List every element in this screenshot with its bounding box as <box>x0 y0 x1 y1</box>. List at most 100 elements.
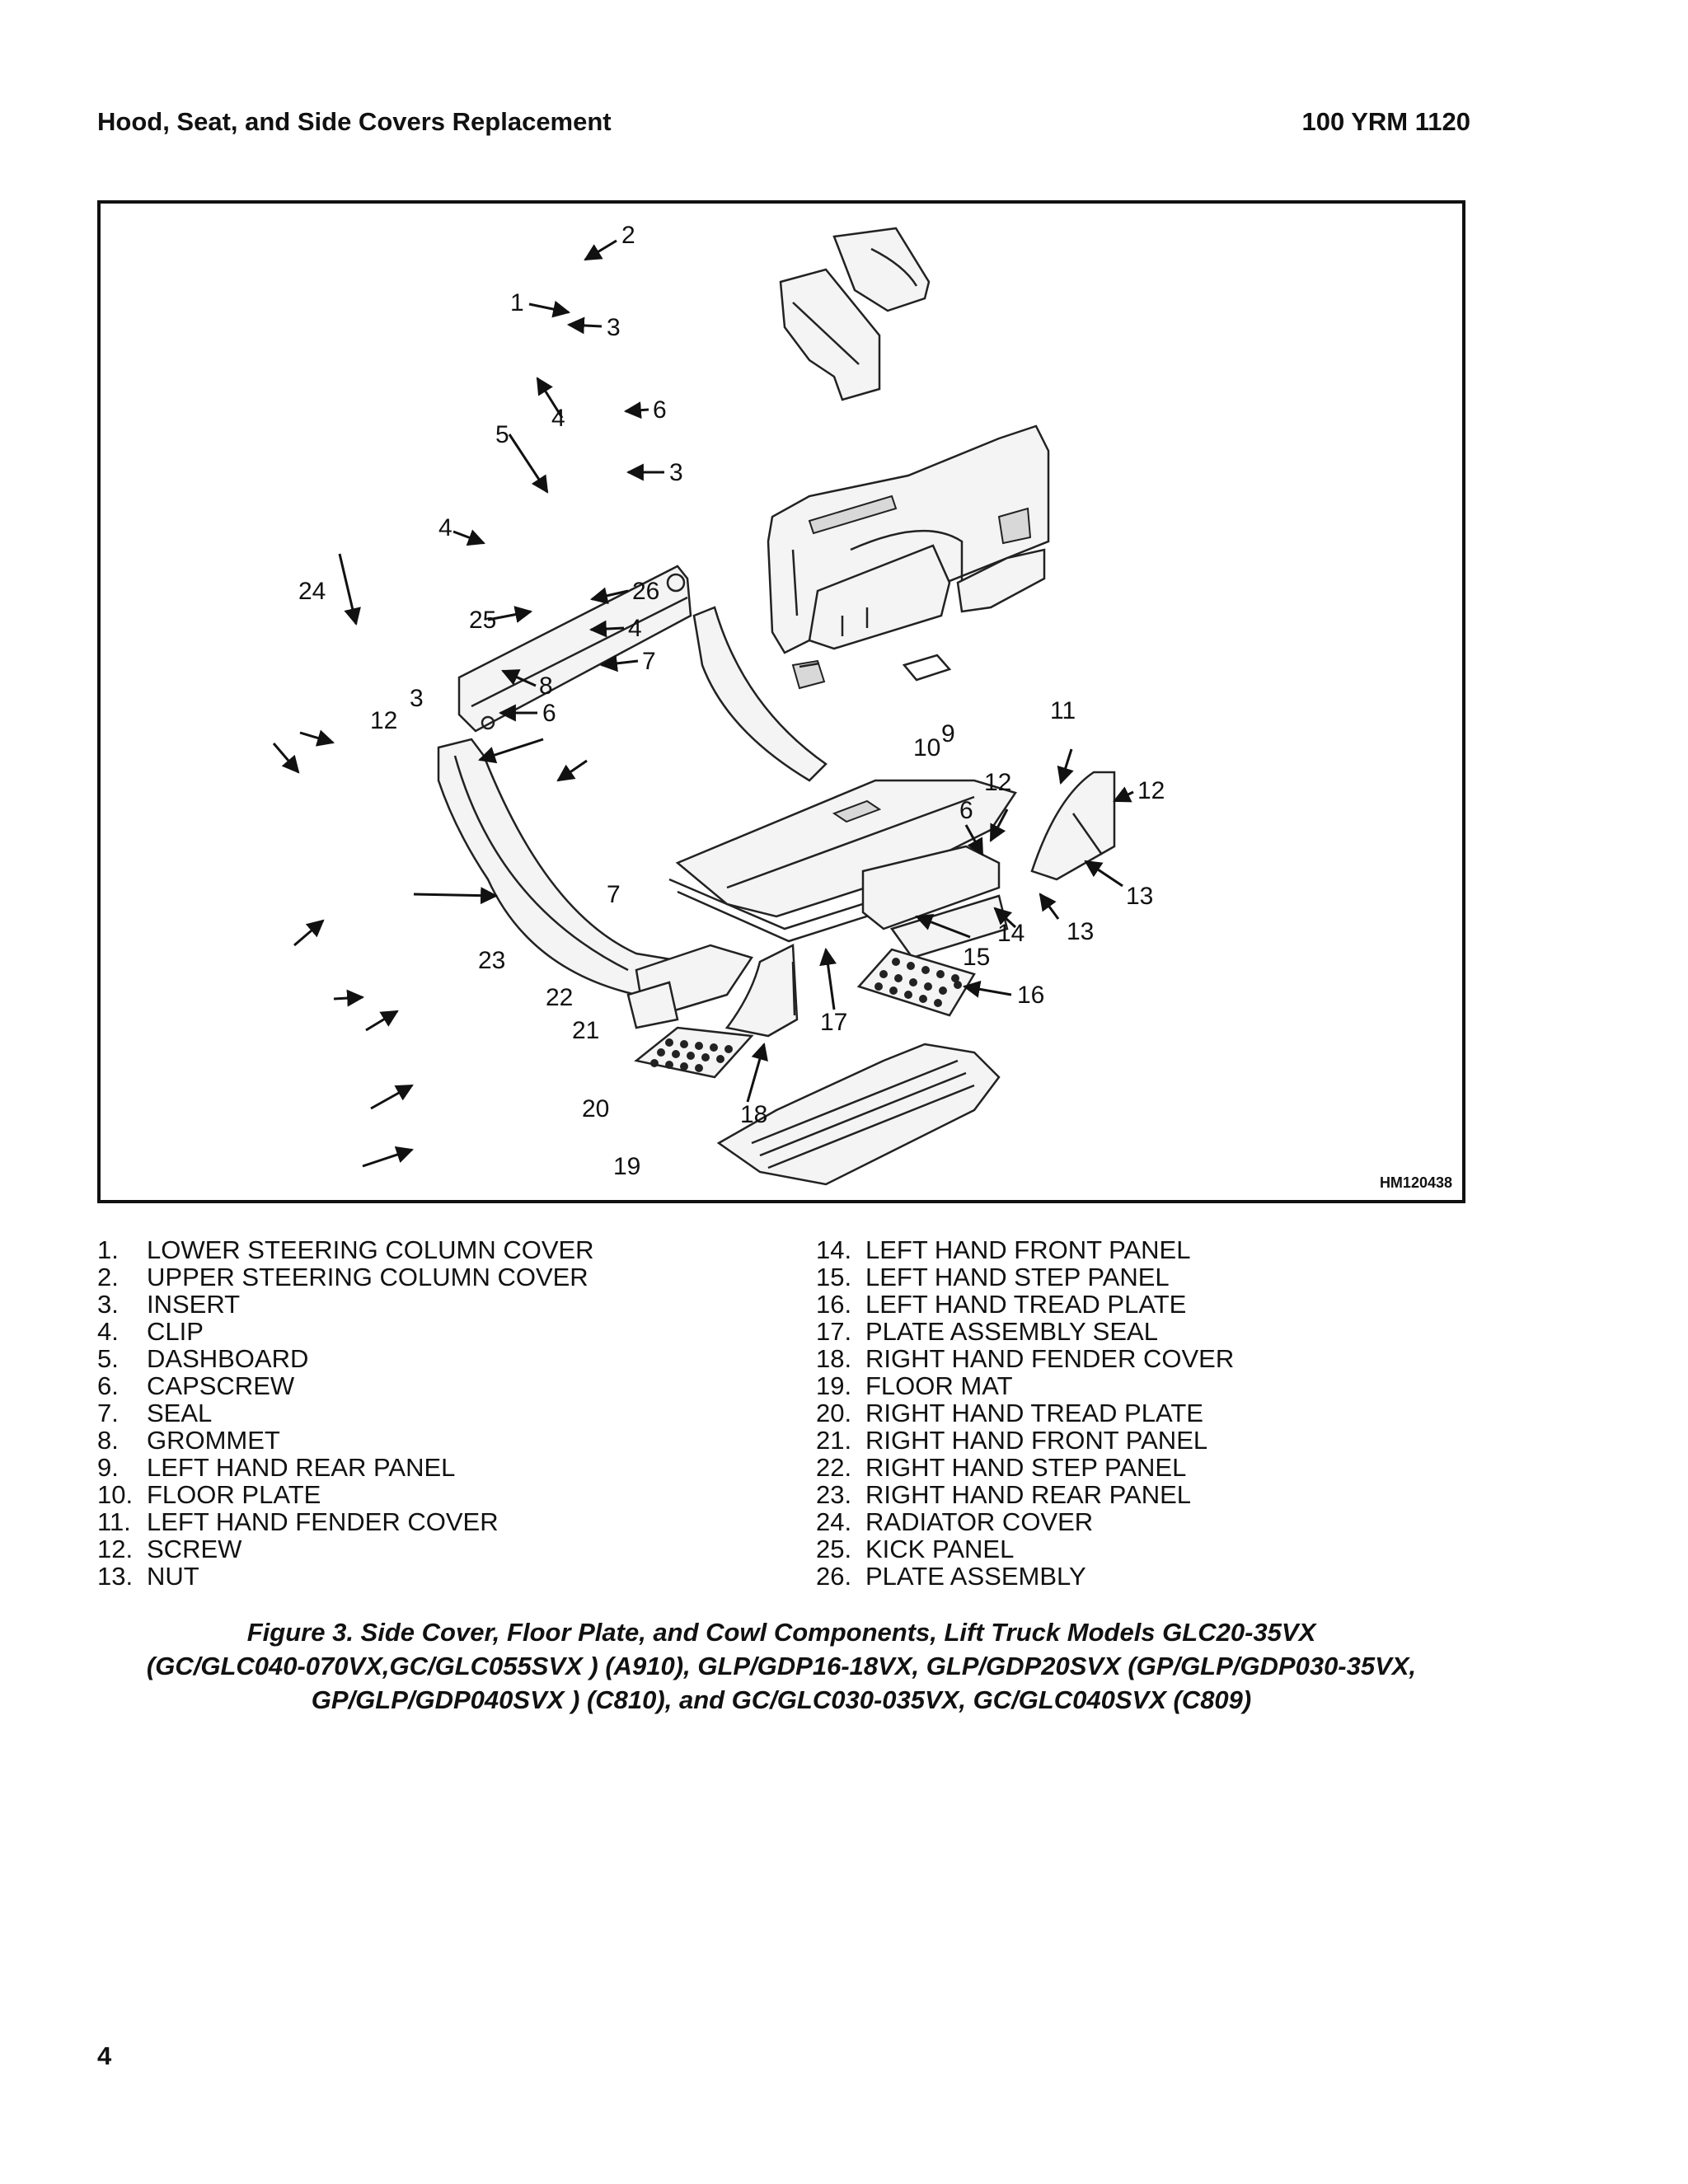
legend-item: 17.PLATE ASSEMBLY SEAL <box>816 1318 1234 1345</box>
legend-item: 24.RADIATOR COVER <box>816 1508 1234 1535</box>
left-hand-front-panel-shape <box>861 845 1001 930</box>
legend-number: 16. <box>816 1290 852 1319</box>
legend-number: 5. <box>97 1344 119 1373</box>
callout-label: 8 <box>539 673 553 700</box>
caption-line: (GC/GLC040-070VX,GC/GLC055SVX ) (A910), … <box>146 1652 1417 1680</box>
figure-caption: Figure 3. Side Cover, Floor Plate, and C… <box>97 1615 1465 1717</box>
legend-item: 26. PLATE ASSEMBLY <box>816 1563 1234 1590</box>
legend-label: NUT <box>147 1562 199 1591</box>
legend-label: CLIP <box>147 1317 204 1346</box>
callout-label: 12 <box>370 707 397 734</box>
callout-label: 12 <box>1137 777 1165 804</box>
left-hand-fender-cover-shape <box>1030 771 1116 881</box>
callout-label: 25 <box>469 607 496 634</box>
legend-item: 9.LEFT HAND REAR PANEL <box>97 1454 594 1481</box>
callout-label: 16 <box>1017 982 1044 1009</box>
legend-item: 10.FLOOR PLATE <box>97 1481 594 1508</box>
legend-item: 19.FLOOR MAT <box>816 1372 1234 1399</box>
callout-label: 10 <box>913 734 940 762</box>
legend-number: 2. <box>97 1263 119 1291</box>
legend-number: 6. <box>97 1371 119 1400</box>
callout-label: 3 <box>669 459 683 486</box>
legend-item: 3.INSERT <box>97 1291 594 1318</box>
plate-assembly-shape <box>956 548 1046 613</box>
callout-label: 6 <box>959 797 973 824</box>
legend-number: 4. <box>97 1317 119 1346</box>
lower-steering-column-cover-shape <box>779 268 881 401</box>
legend-label: KICK PANEL <box>865 1535 1015 1563</box>
legend-label: FLOOR MAT <box>865 1371 1013 1400</box>
callout-label: 17 <box>820 1009 847 1036</box>
legend-label: RIGHT HAND TREAD PLATE <box>865 1399 1203 1427</box>
legend-label: LEFT HAND FENDER COVER <box>147 1507 499 1536</box>
callout-label: 4 <box>438 514 452 541</box>
exploded-parts-figure: 1 2 3 4 5 6 3 4 24 26 25 4 7 8 3 12 6 11… <box>97 200 1465 1203</box>
right-hand-fender-cover-shape <box>724 944 799 1038</box>
callout-label: 7 <box>607 881 621 908</box>
callout-label: 11 <box>1050 697 1076 724</box>
parts-legend-right: 14. LEFT HAND FRONT PANEL 15. LEFT HAND ST… <box>816 1236 1234 1590</box>
legend-label: RIGHT HAND REAR PANEL <box>865 1480 1192 1509</box>
legend-number: 20. <box>816 1399 852 1427</box>
legend-number: 9. <box>97 1453 119 1482</box>
legend-item: 20. RIGHT HAND TREAD PLATE <box>816 1399 1234 1427</box>
legend-label: RIGHT HAND FENDER COVER <box>865 1344 1235 1373</box>
callout-label: 6 <box>653 396 667 424</box>
legend-item: 14. LEFT HAND FRONT PANEL <box>816 1236 1234 1263</box>
legend-item: 11. LEFT HAND FENDER COVER <box>97 1508 594 1535</box>
legend-item: 23.RIGHT HAND REAR PANEL <box>816 1481 1234 1508</box>
legend-number: 12. <box>97 1535 134 1563</box>
callout-label: 9 <box>941 720 955 748</box>
legend-label: RIGHT HAND STEP PANEL <box>865 1453 1187 1482</box>
drawing-id: HM120438 <box>1379 1174 1452 1191</box>
legend-number: 14. <box>816 1235 852 1264</box>
legend-number: 18. <box>816 1344 852 1373</box>
legend-label: DASHBOARD <box>147 1344 309 1373</box>
legend-item: 2. UPPER STEERING COLUMN COVER <box>97 1263 594 1291</box>
legend-number: 11. <box>97 1507 131 1536</box>
legend-item: 22.RIGHT HAND STEP PANEL <box>816 1454 1234 1481</box>
legend-label: CAPSCREW <box>147 1371 295 1400</box>
legend-item: 4. CLIP <box>97 1318 594 1345</box>
legend-label: FLOOR PLATE <box>147 1480 321 1509</box>
legend-label: LEFT HAND STEP PANEL <box>865 1263 1170 1291</box>
callout-leaders <box>272 239 1134 1168</box>
legend-item: 18. RIGHT HAND FENDER COVER <box>816 1345 1234 1372</box>
legend-item: 15. LEFT HAND STEP PANEL <box>816 1263 1234 1291</box>
legend-item: 1. LOWER STEERING COLUMN COVER <box>97 1236 594 1263</box>
callout-label: 3 <box>410 685 424 712</box>
kick-panel-shape <box>808 544 951 650</box>
legend-label: GROMMET <box>147 1426 280 1455</box>
legend-label: LOWER STEERING COLUMN COVER <box>147 1235 594 1264</box>
legend-number: 1. <box>97 1235 119 1264</box>
legend-item: 16. LEFT HAND TREAD PLATE <box>816 1291 1234 1318</box>
legend-number: 15. <box>816 1263 852 1291</box>
callout-numbers: 1 2 3 4 5 6 3 4 24 26 25 4 7 8 3 12 6 11… <box>298 222 1165 1180</box>
callout-label: 7 <box>642 648 656 675</box>
legend-item: 21.RIGHT HAND FRONT PANEL <box>816 1427 1234 1454</box>
legend-item: 7.SEAL <box>97 1399 594 1427</box>
legend-item: 12.SCREW <box>97 1535 594 1563</box>
legend-label: UPPER STEERING COLUMN COVER <box>147 1263 588 1291</box>
legend-label: RADIATOR COVER <box>865 1507 1094 1536</box>
legend-label: LEFT HAND FRONT PANEL <box>865 1235 1191 1264</box>
legend-item: 5. DASHBOARD <box>97 1345 594 1372</box>
callout-label: 23 <box>478 947 505 974</box>
legend-label: PLATE ASSEMBLY <box>865 1562 1086 1591</box>
legend-item: 6. CAPSCREW <box>97 1372 594 1399</box>
page-number: 4 <box>97 2041 112 2070</box>
caption-line: GP/GLP/GDP040SVX ) (C810), and GC/GLC030… <box>311 1685 1252 1714</box>
callout-label: 19 <box>613 1153 640 1180</box>
left-hand-rear-panel-shape <box>692 606 828 782</box>
left-hand-tread-plate-shape <box>856 948 976 1017</box>
legend-number: 26. <box>816 1562 852 1591</box>
legend-number: 17. <box>816 1317 852 1346</box>
parts-legend-left: 1. LOWER STEERING COLUMN COVER 2. UPPER ST… <box>97 1236 594 1590</box>
callout-label: 3 <box>607 314 621 341</box>
right-hand-step-panel-shape <box>626 981 679 1029</box>
legend-number: 25. <box>816 1535 852 1563</box>
legend-label: RIGHT HAND FRONT PANEL <box>865 1426 1208 1455</box>
legend-number: 7. <box>97 1399 119 1427</box>
right-hand-tread-plate-shape <box>634 1026 754 1079</box>
legend-label: LEFT HAND TREAD PLATE <box>865 1290 1187 1319</box>
